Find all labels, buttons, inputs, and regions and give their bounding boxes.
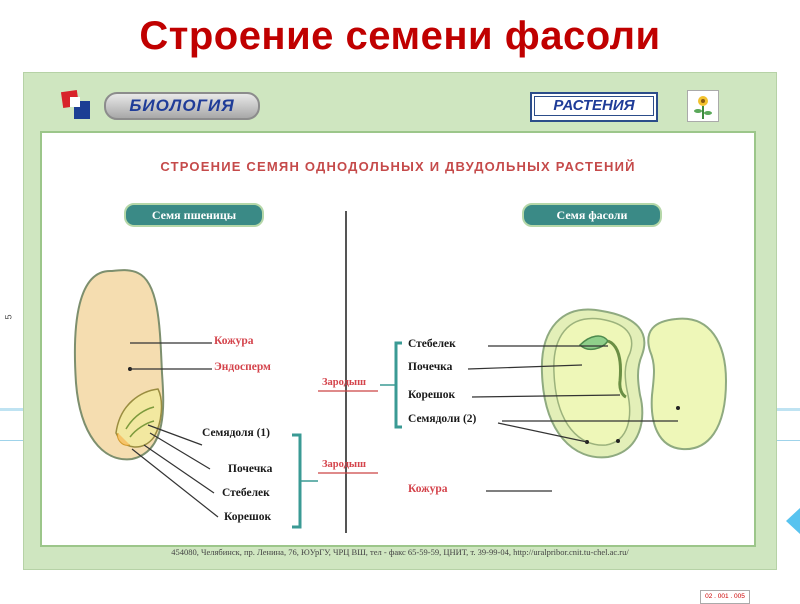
wheat-label-root: Корешок <box>224 511 272 523</box>
center-divider <box>345 211 347 533</box>
wheat-seed-pill: Семя пшеницы <box>124 203 264 227</box>
poster-code: 02 . 001 . 005 <box>700 590 750 604</box>
brand-badge: БИОЛОГИЯ <box>104 92 260 120</box>
deco-line-top-left <box>0 408 23 411</box>
bean-seed-pill: Семя фасоли <box>522 203 662 227</box>
bean-label-stem: Стебелек <box>408 338 456 350</box>
deco-line-right <box>776 440 800 441</box>
wheat-label-peel: Кожура <box>214 335 254 347</box>
bean-label-peel: Кожура <box>408 483 448 495</box>
slide-title: Строение семени фасоли <box>139 14 661 58</box>
bean-stem-shape <box>607 339 627 399</box>
wheat-embryo-shape <box>115 388 163 448</box>
seeds-illustration <box>73 269 728 529</box>
deco-line-left <box>0 440 23 441</box>
biology-logo-icon <box>60 89 90 119</box>
bean-label-embryo: Зародыш <box>322 377 366 388</box>
diagram-board: СТРОЕНИЕ СЕМЯН ОДНОДОЛЬНЫХ И ДВУДОЛЬНЫХ … <box>40 131 756 604</box>
bean-cotyledon-right <box>647 317 728 451</box>
section-tag: РАСТЕНИЯ <box>530 92 658 122</box>
bean-label-cotyledons: Семядоли (2) <box>408 413 477 425</box>
board-title: СТРОЕНИЕ СЕМЯН ОДНОДОЛЬНЫХ И ДВУДОЛЬНЫХ … <box>160 159 636 174</box>
next-slide-arrow[interactable] <box>786 508 800 534</box>
wheat-label-stem: Стебелек <box>222 487 270 499</box>
section-tag-label: РАСТЕНИЯ <box>534 96 654 116</box>
wheat-embryo-inner <box>125 406 155 438</box>
wheat-label-cotyledon: Семядоля (1) <box>202 427 270 439</box>
deco-line-top-right <box>776 408 800 411</box>
bean-label-bud: Почечка <box>408 361 453 373</box>
wheat-label-endosperm: Эндосперм <box>214 361 271 373</box>
side-number: 5 <box>3 314 14 320</box>
poster: БИОЛОГИЯ РАСТЕНИЯ СТРОЕНИЕ СЕМЯН ОДНОДОЛ… <box>23 72 777 604</box>
poster-footer: 454080, Челябинск, пр. Ленина, 76, ЮУрГУ… <box>171 547 629 557</box>
wheat-label-embryo: Зародыш <box>322 459 366 470</box>
bean-label-root: Корешок <box>408 389 456 401</box>
flower-icon <box>687 90 719 122</box>
wheat-label-bud: Почечка <box>228 463 273 475</box>
